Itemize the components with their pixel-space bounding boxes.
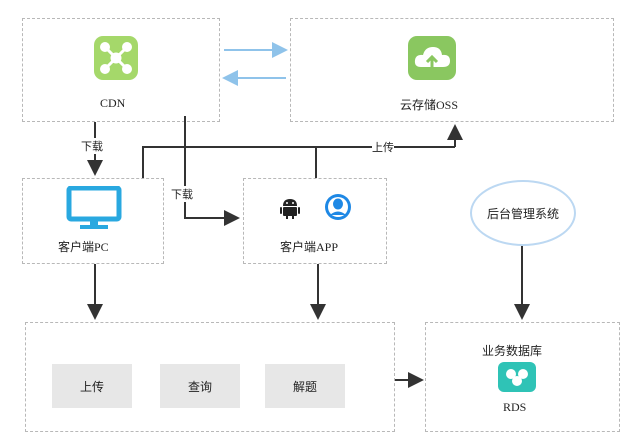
db-title: 业务数据库 (482, 344, 543, 358)
admin-system-node: 后台管理系统 (470, 180, 576, 246)
admin-label: 后台管理系统 (486, 206, 559, 221)
user-icon (324, 193, 352, 221)
app-label: 客户端APP (280, 240, 339, 254)
android-icon (280, 197, 300, 219)
cdn-to-app-arrow (184, 116, 240, 226)
download-label-left: 下载 (81, 138, 103, 154)
network-icon (94, 36, 138, 80)
app-box (243, 178, 387, 264)
download-label-mid: 下载 (171, 186, 193, 202)
query-function: 查询 (160, 364, 240, 408)
cdn-label: CDN (100, 96, 126, 110)
rds-label: RDS (503, 400, 527, 414)
upload-function: 上传 (52, 364, 132, 408)
solve-function: 解题 (265, 364, 345, 408)
pc-label: 客户端PC (58, 240, 109, 254)
pc-upload-line (142, 146, 455, 178)
connector-lines (87, 42, 530, 388)
upload-label: 上传 (372, 139, 394, 155)
monitor-icon (66, 185, 122, 230)
cloud-upload-icon (408, 36, 456, 80)
oss-label: 云存储OSS (400, 98, 459, 112)
database-icon (498, 362, 536, 392)
